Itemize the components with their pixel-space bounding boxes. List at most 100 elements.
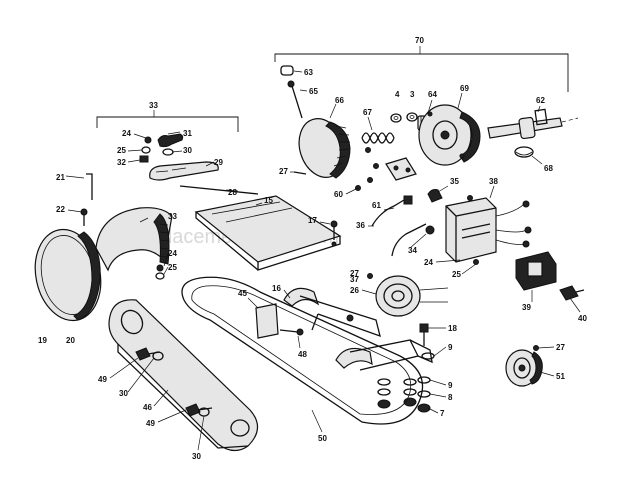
plug-40 bbox=[559, 285, 585, 301]
screw-27-pulley bbox=[367, 273, 373, 279]
label-25-mid: 25 bbox=[168, 263, 177, 272]
label-19: 19 bbox=[38, 336, 47, 345]
screw-27-lower bbox=[533, 345, 539, 351]
label-31: 31 bbox=[183, 129, 192, 138]
saw-guard-33 bbox=[95, 207, 173, 272]
label-21: 21 bbox=[56, 173, 65, 182]
label-15: 15 bbox=[264, 196, 273, 205]
shaft-62 bbox=[487, 108, 579, 140]
label-50: 50 bbox=[318, 434, 327, 443]
lower-bracket bbox=[335, 339, 433, 371]
label-38: 38 bbox=[489, 177, 498, 186]
label-69: 69 bbox=[460, 84, 469, 93]
screw-24-lower bbox=[156, 264, 164, 272]
label-25-top: 25 bbox=[117, 146, 126, 155]
bracket-16 bbox=[283, 287, 381, 338]
clip-35 bbox=[427, 189, 443, 203]
label-70: 70 bbox=[415, 36, 424, 45]
label-61: 61 bbox=[372, 201, 381, 210]
arm-46 bbox=[108, 299, 259, 452]
screw-65 bbox=[287, 80, 303, 119]
label-30-top: 30 bbox=[183, 146, 192, 155]
label-33-top: 33 bbox=[149, 101, 158, 110]
label-16: 16 bbox=[272, 284, 281, 293]
label-49-lower: 49 bbox=[146, 419, 155, 428]
cord-36 bbox=[391, 223, 427, 257]
label-9-lower: 9 bbox=[448, 381, 453, 390]
washer-30 bbox=[162, 148, 174, 156]
label-62: 62 bbox=[536, 96, 545, 105]
label-64: 64 bbox=[428, 90, 437, 99]
knob-31 bbox=[157, 133, 184, 148]
label-37: 37 bbox=[350, 275, 359, 284]
label-3: 3 bbox=[410, 90, 415, 99]
bolt-48 bbox=[279, 328, 304, 336]
label-7: 7 bbox=[440, 409, 445, 418]
guard-bracket-29 bbox=[149, 161, 219, 181]
label-24-mid: 24 bbox=[168, 249, 177, 258]
washer-3 bbox=[406, 112, 418, 122]
table-bar-15 bbox=[194, 195, 342, 271]
label-28: 28 bbox=[228, 188, 237, 197]
label-33-guard: 33 bbox=[168, 212, 177, 221]
label-27-top: 27 bbox=[279, 167, 288, 176]
label-22: 22 bbox=[56, 205, 65, 214]
bolt-37 bbox=[467, 195, 479, 265]
label-27-lower: 27 bbox=[556, 343, 565, 352]
label-68: 68 bbox=[544, 164, 553, 173]
label-60: 60 bbox=[334, 190, 343, 199]
pin-21 bbox=[86, 173, 93, 200]
rod-28 bbox=[179, 185, 259, 195]
label-45: 45 bbox=[238, 289, 247, 298]
label-26: 26 bbox=[350, 286, 359, 295]
clamp-68 bbox=[514, 146, 534, 158]
switch-box-38 bbox=[445, 197, 532, 263]
washer-9-lower bbox=[417, 376, 431, 384]
washer-25-lower bbox=[155, 272, 165, 280]
pulley-51 bbox=[505, 349, 543, 387]
label-9-top: 9 bbox=[448, 343, 453, 352]
nut-32 bbox=[139, 155, 149, 163]
label-24-box: 24 bbox=[424, 258, 433, 267]
label-46: 46 bbox=[143, 403, 152, 412]
label-32: 32 bbox=[117, 158, 126, 167]
label-35: 35 bbox=[450, 177, 459, 186]
label-30-bottom: 30 bbox=[192, 452, 201, 461]
label-30-mid: 30 bbox=[119, 389, 128, 398]
motor-end-cap-66 bbox=[298, 118, 351, 179]
washer-9-top bbox=[421, 352, 435, 360]
label-29: 29 bbox=[214, 158, 223, 167]
washer-8 bbox=[417, 390, 431, 398]
label-63: 63 bbox=[304, 68, 313, 77]
washer-25 bbox=[141, 146, 151, 154]
disc-rim-20 bbox=[73, 231, 101, 321]
label-24-top: 24 bbox=[122, 129, 131, 138]
pulley-26 bbox=[375, 275, 449, 317]
nut-34 bbox=[425, 225, 435, 235]
label-67: 67 bbox=[363, 108, 372, 117]
label-48: 48 bbox=[298, 350, 307, 359]
bracket-45 bbox=[255, 303, 279, 339]
label-8: 8 bbox=[448, 393, 453, 402]
group-bracket-70 bbox=[274, 53, 569, 92]
label-18: 18 bbox=[448, 324, 457, 333]
screw-24 bbox=[144, 136, 152, 144]
label-65: 65 bbox=[309, 87, 318, 96]
washer-30-upper bbox=[152, 351, 164, 361]
label-20: 20 bbox=[66, 336, 75, 345]
clip-63 bbox=[280, 65, 294, 76]
label-25-box: 25 bbox=[452, 270, 461, 279]
motor-housing-69 bbox=[418, 104, 481, 166]
label-17: 17 bbox=[308, 216, 317, 225]
label-49-upper: 49 bbox=[98, 375, 107, 384]
group-bracket-33 bbox=[96, 116, 239, 132]
spring-67 bbox=[361, 132, 395, 144]
screw-27-upper bbox=[293, 171, 307, 175]
label-51: 51 bbox=[556, 372, 565, 381]
switch-39 bbox=[515, 251, 557, 291]
label-4: 4 bbox=[395, 90, 400, 99]
screw-22 bbox=[80, 208, 88, 226]
screw-17 bbox=[330, 220, 338, 247]
label-66: 66 bbox=[335, 96, 344, 105]
